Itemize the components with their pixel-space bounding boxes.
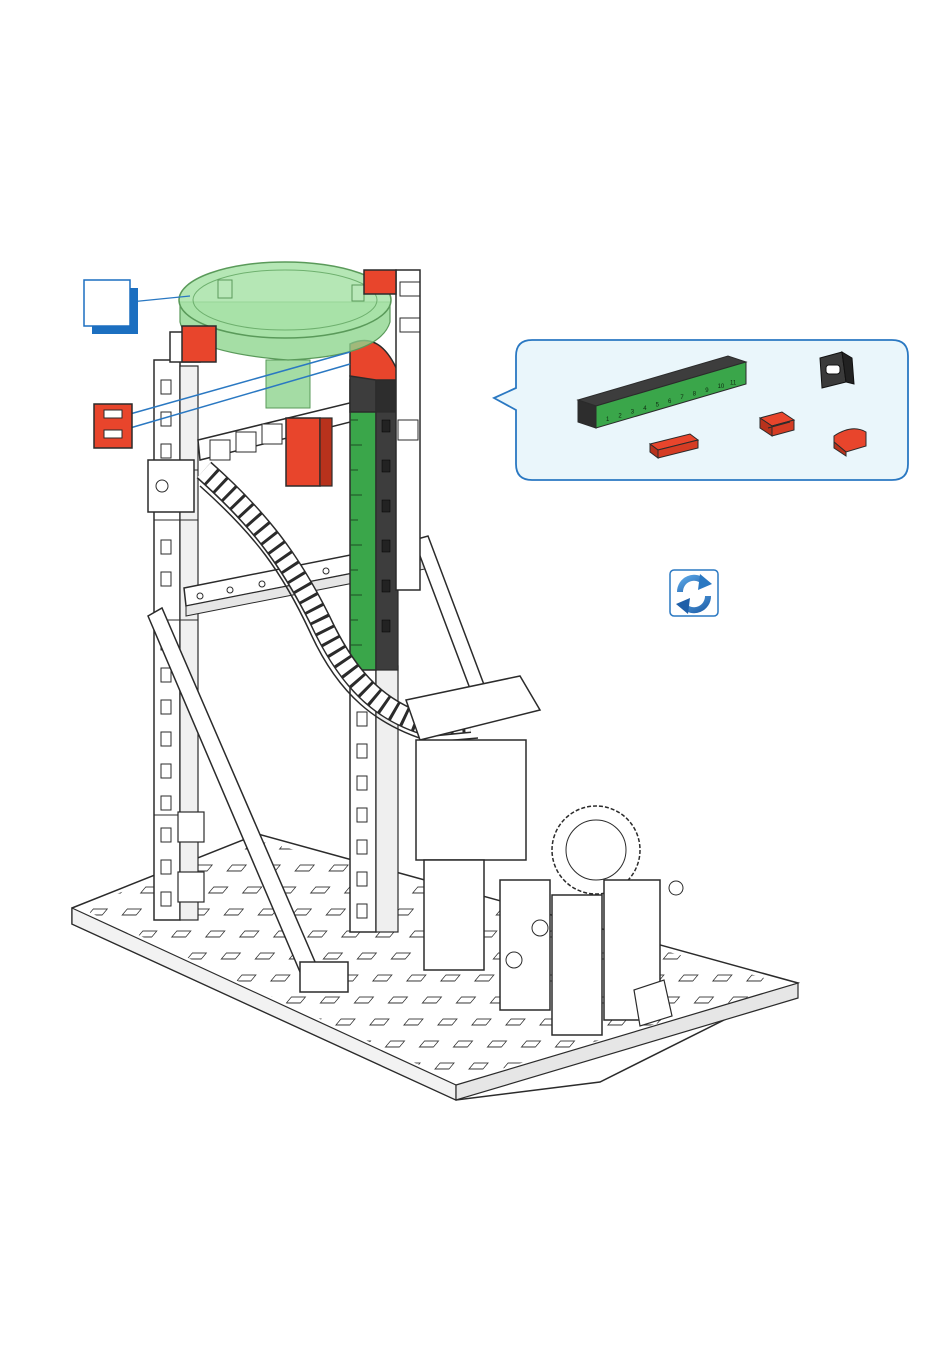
rear-top-post <box>396 270 420 590</box>
black-clip-icon <box>820 352 854 388</box>
front-tower <box>350 341 398 933</box>
ruler-number: 11 <box>730 381 737 387</box>
rear-strut <box>414 536 486 694</box>
ruler-number: 10 <box>718 384 725 390</box>
step-marker <box>84 280 190 334</box>
rotate-model-icon <box>670 570 718 616</box>
